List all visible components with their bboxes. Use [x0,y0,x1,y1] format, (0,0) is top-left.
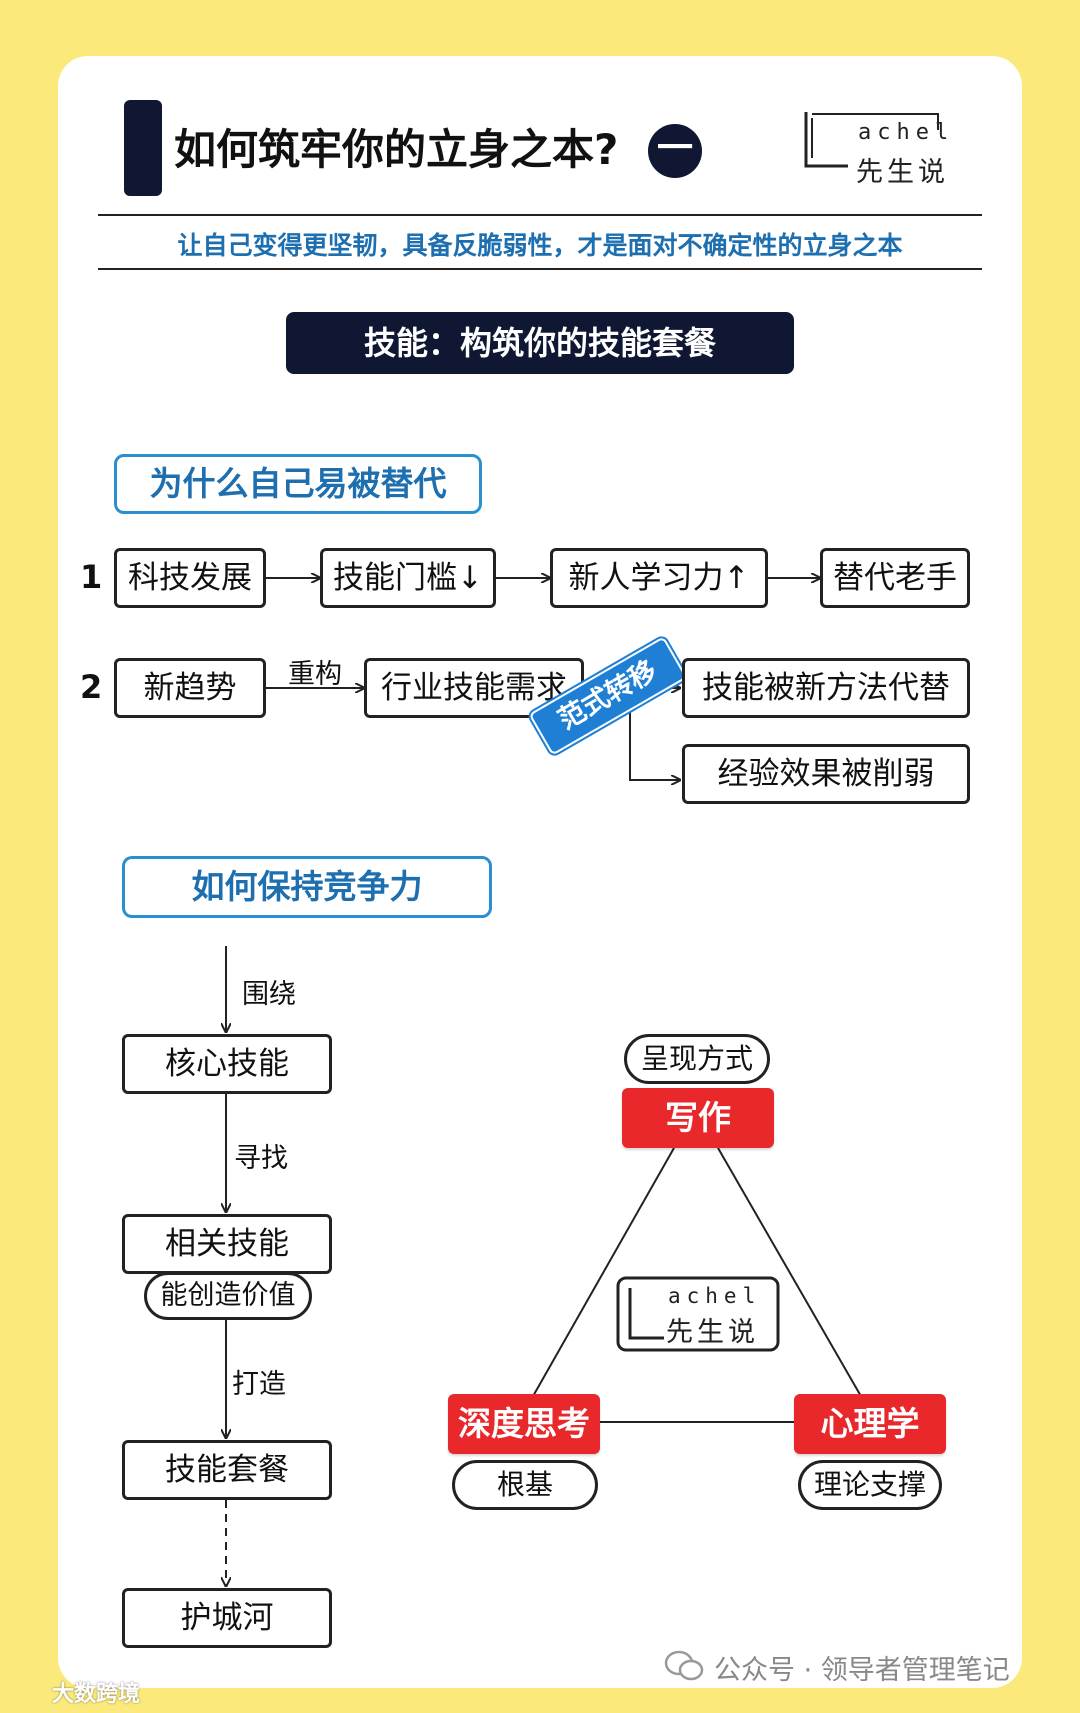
label-build: 打造 [232,1369,286,1400]
label-find: 寻找 [234,1143,288,1174]
node-deep-thinking: 深度思考 [448,1394,600,1454]
caption-presentation: 呈现方式 [624,1034,770,1084]
title-accent-bar [124,100,162,196]
divider-bottom [98,268,982,270]
divider-top [98,214,982,216]
stay-competitive-tag: 如何保持竞争力 [122,856,492,918]
wechat-icon [664,1650,704,1681]
box-newcomer-learning: 新人学习力↑ [550,548,768,608]
box-tech-development: 科技发展 [114,548,266,608]
why-replaceable-tag: 为什么自己易被替代 [114,454,482,514]
label-restructure: 重构 [288,659,342,690]
box-related-skill: 相关技能 [122,1214,332,1274]
pill-create-value: 能创造价值 [144,1272,312,1320]
box-skill-threshold: 技能门槛↓ [320,548,496,608]
caption-foundation: 根基 [452,1460,598,1510]
logo-text-top: achel [858,120,955,145]
box-new-trend: 新趋势 [114,658,266,718]
logo-text-bottom: 先生说 [856,157,949,188]
logo-frame-icon [804,112,939,168]
arrow-r2-branch [629,688,680,780]
section-banner: 技能：构筑你的技能套餐 [286,312,794,374]
triangle-left-edge [531,1147,675,1399]
box-experience-weakened: 经验效果被削弱 [682,744,970,804]
page-title: 如何筑牢你的立身之本? [174,125,619,174]
footer-account: 公众号 · 领导者管理笔记 [714,1655,1010,1686]
row2-number: 2 [80,668,103,706]
node-psychology: 心理学 [794,1394,946,1454]
center-logo-top: achel [668,1284,762,1308]
box-skill-package: 技能套餐 [122,1440,332,1500]
box-core-skill: 核心技能 [122,1034,332,1094]
watermark: 大数跨境 [52,1682,141,1707]
node-writing: 写作 [622,1088,774,1148]
title-number-badge: 一 [648,124,702,178]
subtitle: 让自己变得更坚韧，具备反脆弱性，才是面对不确定性的立身之本 [177,231,903,260]
box-moat: 护城河 [122,1588,332,1648]
center-logo-frame-icon [616,1276,780,1352]
box-replace-veterans: 替代老手 [820,548,970,608]
label-around: 围绕 [242,979,296,1010]
center-logo-bottom: 先生说 [666,1317,759,1348]
caption-theory-support: 理论支撑 [798,1460,942,1510]
triangle-right-edge [717,1147,863,1399]
box-skills-replaced: 技能被新方法代替 [682,658,970,718]
row1-number: 1 [80,558,103,596]
